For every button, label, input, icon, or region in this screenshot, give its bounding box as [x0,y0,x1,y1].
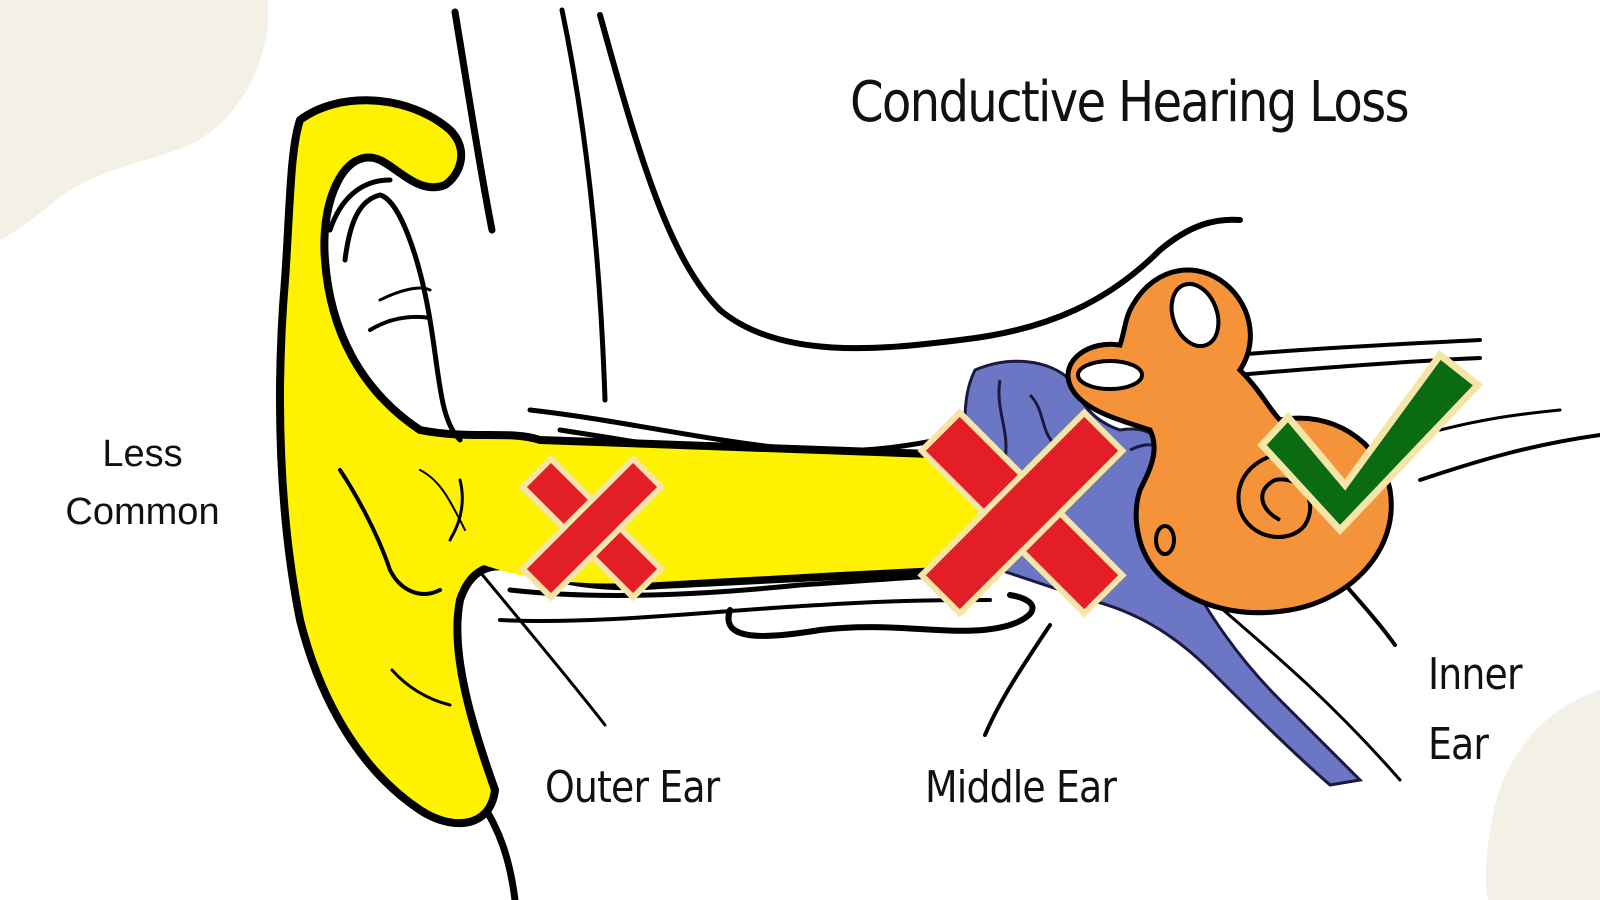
label-middle-ear: Middle Ear [925,762,1117,813]
x-mark-icon-outer-ear [518,454,666,602]
label-inner-ear-line2: Ear [1428,719,1489,770]
diagram-title: Conductive Hearing Loss [850,70,1410,135]
frequency-note-line1: Less [102,433,183,475]
frequency-note: Less Common [40,425,245,541]
background-blob-top-left [0,0,269,240]
frequency-note-line2: Common [65,491,220,533]
background-blob-bottom-right [1485,690,1600,900]
label-inner-ear: Inner Ear [1428,640,1523,780]
label-outer-ear: Outer Ear [545,762,720,813]
x-mark-icon-middle-ear [917,408,1127,618]
label-inner-ear-line1: Inner [1428,649,1523,700]
inner-ear-cochlea [1065,267,1394,616]
check-mark-icon-inner-ear [1257,350,1484,536]
